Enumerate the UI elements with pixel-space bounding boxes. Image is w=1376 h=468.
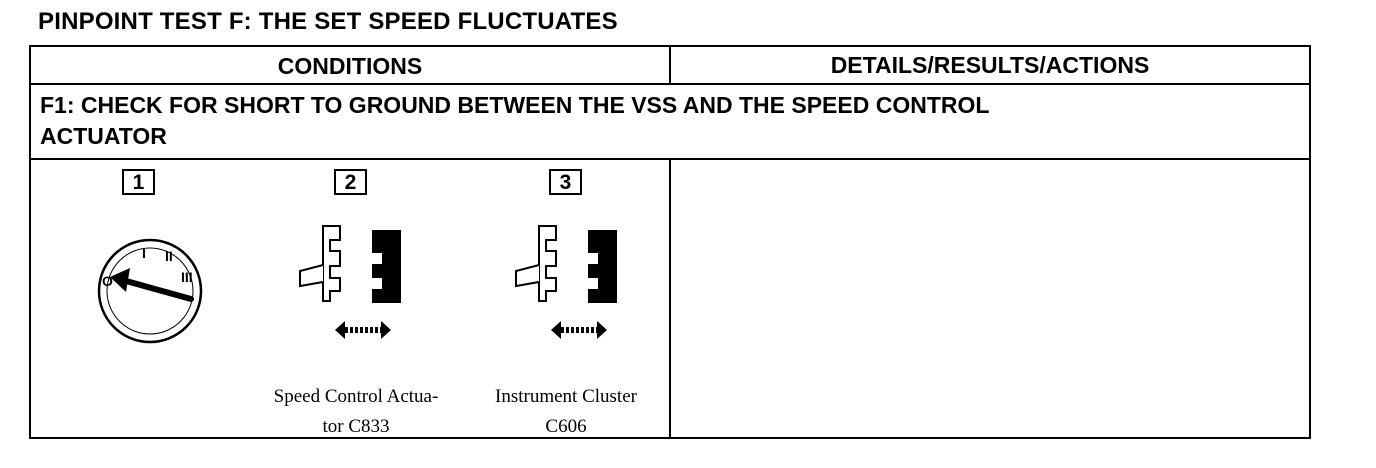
conditions-header: CONDITIONS xyxy=(31,47,671,83)
illustration-2-caption: Speed Control Actua- tor C833 xyxy=(251,382,461,442)
caption-line1: Instrument Cluster xyxy=(495,386,637,407)
pinpoint-test-table: CONDITIONS DETAILS/RESULTS/ACTIONS F1: C… xyxy=(29,45,1311,439)
details-header: DETAILS/RESULTS/ACTIONS xyxy=(830,52,1150,78)
conditions-cell: 1 O I II III 2 xyxy=(31,158,671,437)
ignition-pos2-label: II xyxy=(165,248,173,264)
step-number-box: 2 xyxy=(334,169,367,195)
connector-disconnect-icon xyxy=(299,225,401,339)
step-heading: F1: CHECK FOR SHORT TO GROUND BETWEEN TH… xyxy=(31,83,1309,160)
illustration-2: 2 Speed Control Actua- tor C833 xyxy=(251,158,461,437)
ignition-switch-icon: O I II III xyxy=(97,238,203,344)
step-number-box: 3 xyxy=(549,169,582,195)
details-cell xyxy=(671,158,1309,437)
step-heading-line2: ACTUATOR xyxy=(40,123,167,149)
page-title: PINPOINT TEST F: THE SET SPEED FLUCTUATE… xyxy=(38,8,618,35)
ignition-pos1-label: I xyxy=(142,245,146,261)
ignition-pos3-label: III xyxy=(181,269,193,285)
caption-line2: tor C833 xyxy=(322,416,390,437)
ignition-off-label: O xyxy=(102,273,113,289)
illustration-3-caption: Instrument Cluster C606 xyxy=(461,382,671,442)
table-header-row: CONDITIONS DETAILS/RESULTS/ACTIONS xyxy=(31,47,1309,85)
step-heading-line1: F1: CHECK FOR SHORT TO GROUND BETWEEN TH… xyxy=(40,92,990,118)
caption-line1: Speed Control Actua- xyxy=(273,386,439,407)
connector-disconnect-icon xyxy=(515,225,617,339)
step-number-box: 1 xyxy=(122,169,155,195)
illustration-3: 3 Instrument Cluster C606 xyxy=(461,158,671,437)
illustration-1: 1 O I II III xyxy=(46,158,256,437)
caption-line2: C606 xyxy=(545,416,587,437)
